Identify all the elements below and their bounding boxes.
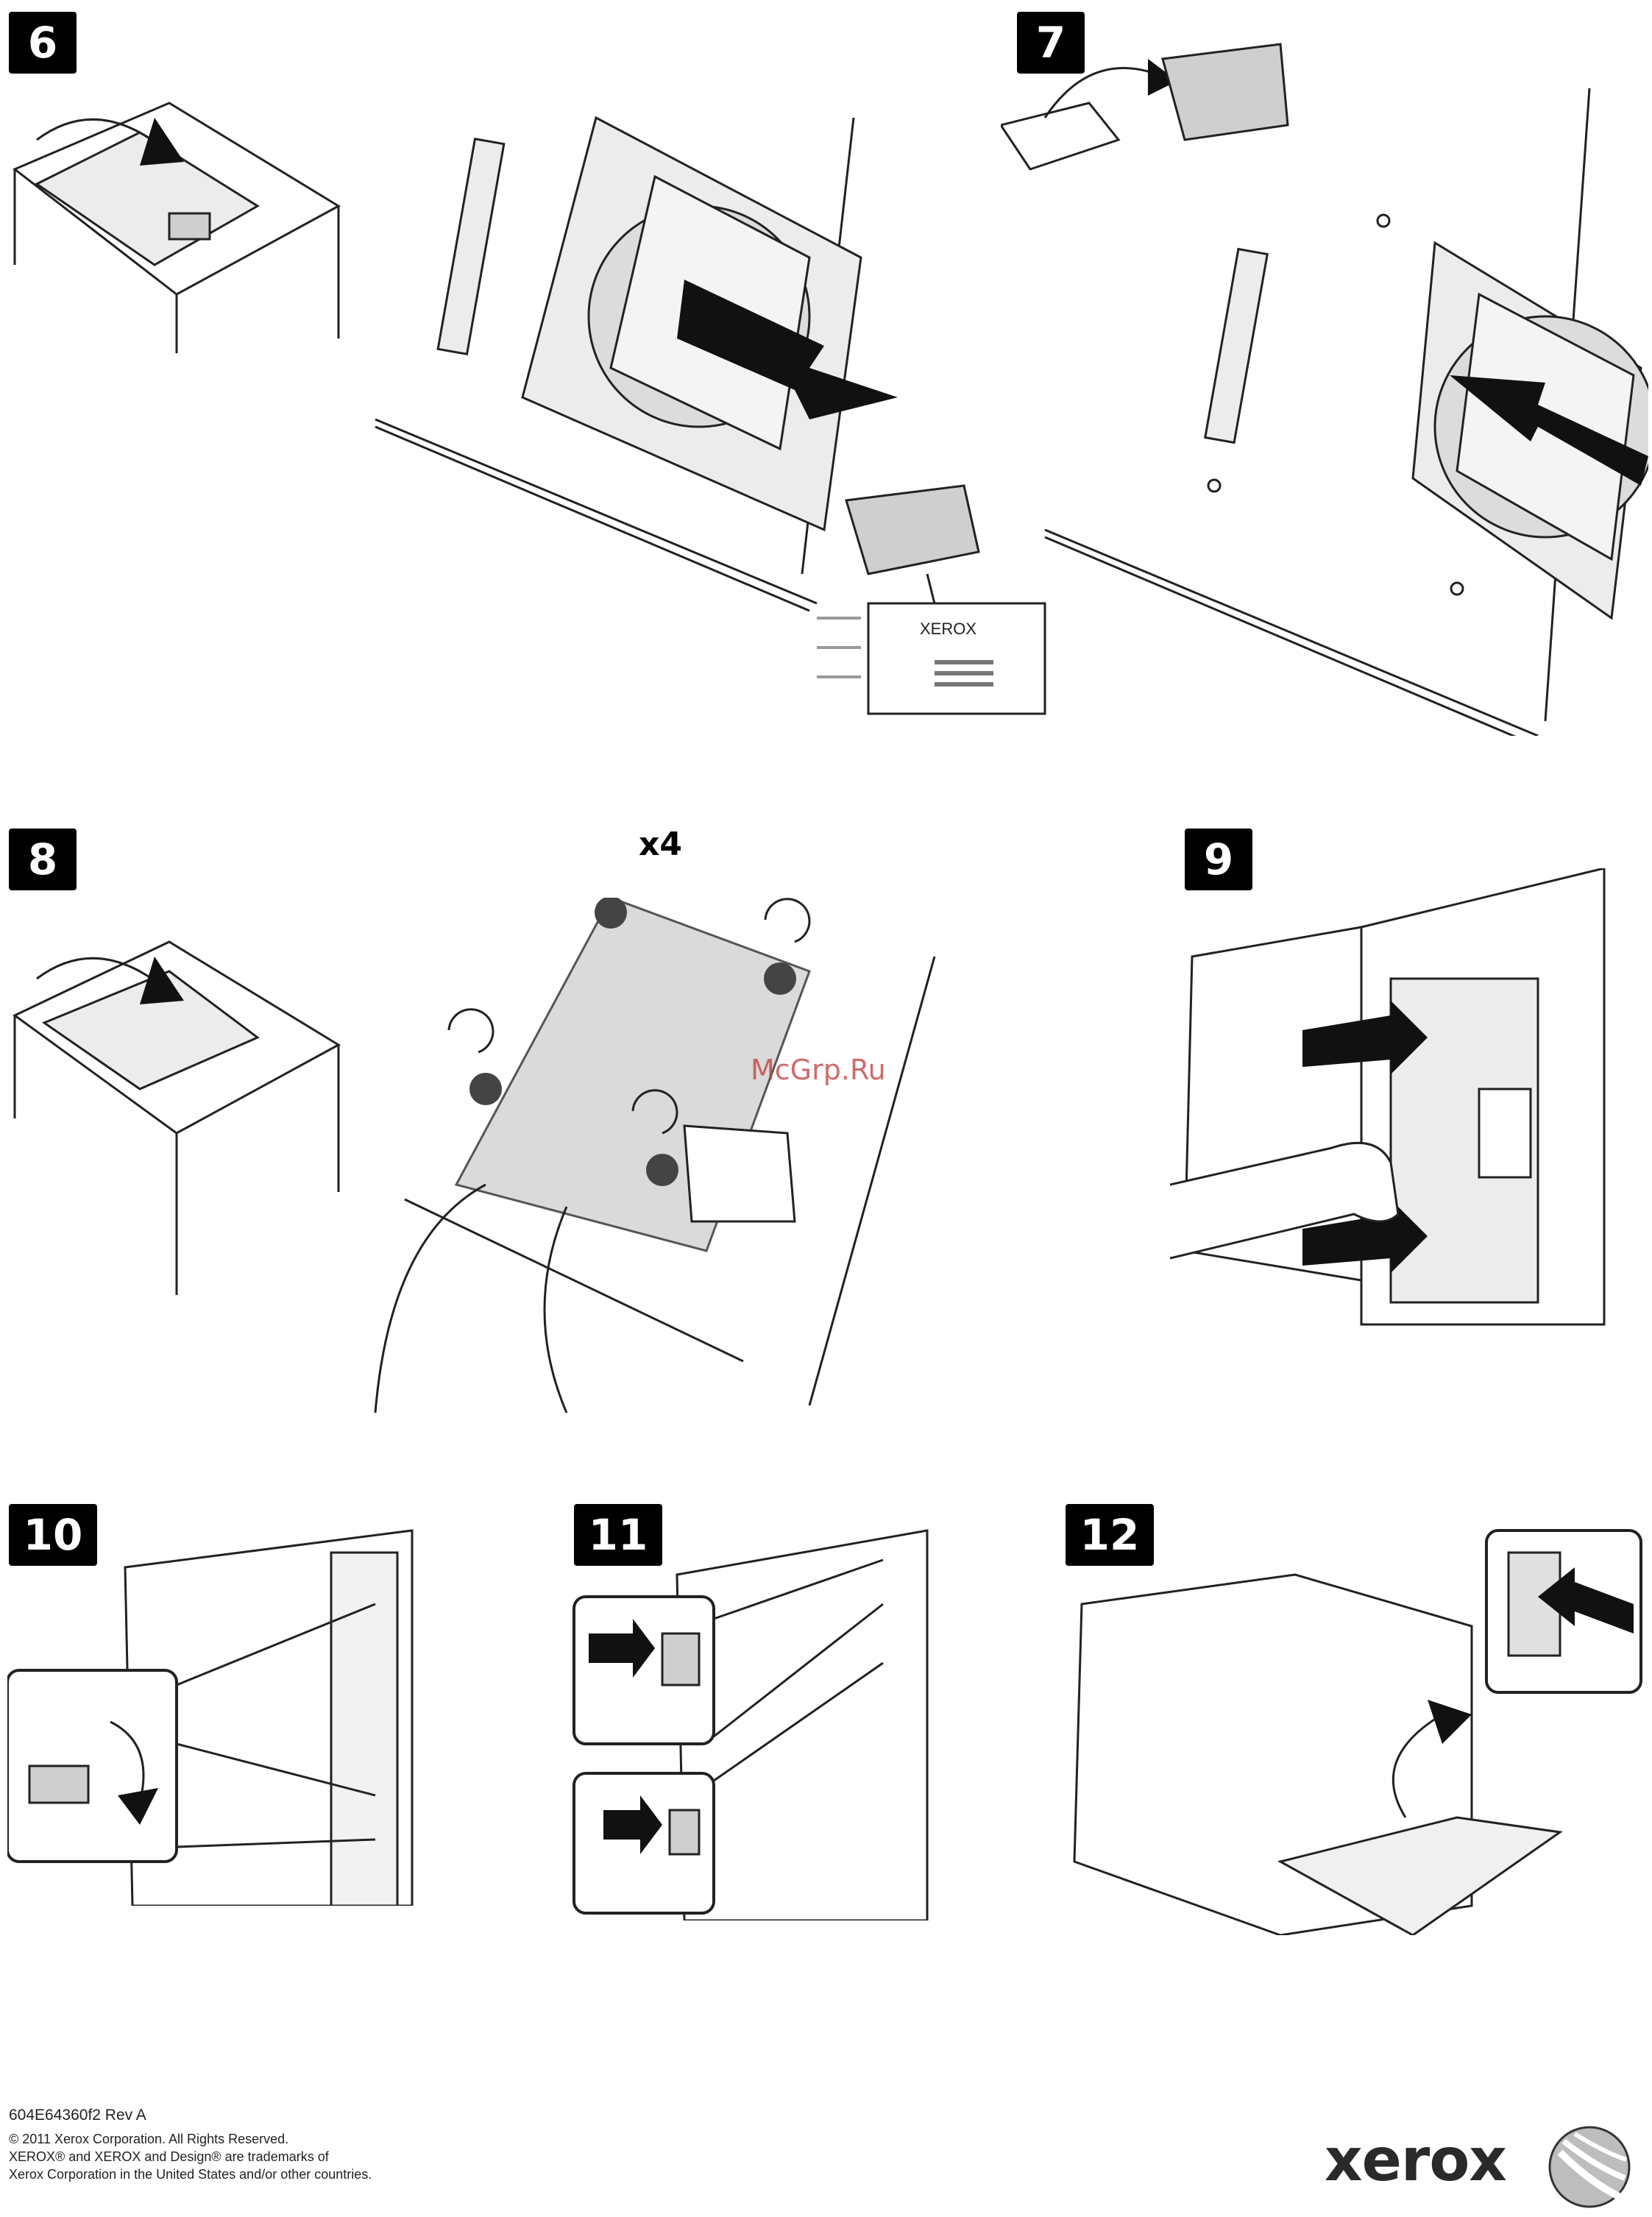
- thumbscrew-icon: [29, 1766, 88, 1803]
- step-8-drawing: [7, 898, 1001, 1413]
- step-12-illustration: [1060, 1523, 1648, 1935]
- step-6-badge: 6: [9, 12, 77, 74]
- footer: 604E64360f2 Rev A © 2011 Xerox Corporati…: [9, 2107, 372, 2183]
- step-7-drawing: [1001, 29, 1648, 736]
- step-8-badge: 8: [9, 829, 77, 890]
- step-11-drawing: [559, 1516, 942, 1920]
- screw-4-icon: [646, 1154, 678, 1186]
- step-10-illustration: [7, 1523, 419, 1906]
- xerox-sphere-icon: [1545, 2123, 1634, 2211]
- step-11-illustration: [559, 1516, 942, 1920]
- box-drawing: [1001, 103, 1119, 169]
- trademark-line-2: Xerox Corporation in the United States a…: [9, 2165, 372, 2183]
- usb-port-icon: [670, 1810, 699, 1854]
- watermark-text: McGrp.Ru: [751, 1054, 886, 1086]
- logo-wordmark: xerox: [1325, 2126, 1506, 2194]
- screw-1-icon: [595, 898, 627, 929]
- screw-2-icon: [764, 962, 796, 995]
- table-drawing: [15, 103, 338, 353]
- step-6-drawing: [7, 74, 1067, 736]
- envelope-label: XEROX: [920, 620, 976, 639]
- step-9-drawing: [1170, 868, 1648, 1332]
- trademark-line-1: XEROX® and XEROX and Design® are tradema…: [9, 2148, 372, 2165]
- step-12-drawing: [1060, 1523, 1648, 1935]
- step-6-illustration: [7, 74, 1067, 736]
- repeat-count-label: x4: [639, 826, 682, 863]
- step-8-illustration: [7, 898, 1001, 1413]
- step-10-drawing: [7, 1523, 419, 1906]
- xerox-logo: xerox: [1325, 2123, 1641, 2211]
- document-code: 604E64360f2 Rev A: [9, 2107, 372, 2124]
- copyright-text: © 2011 Xerox Corporation. All Rights Res…: [9, 2130, 372, 2148]
- ethernet-port-icon: [662, 1634, 699, 1685]
- step-9-illustration: [1170, 868, 1648, 1332]
- screw-3-icon: [469, 1073, 502, 1105]
- step-7-illustration: [1001, 29, 1648, 736]
